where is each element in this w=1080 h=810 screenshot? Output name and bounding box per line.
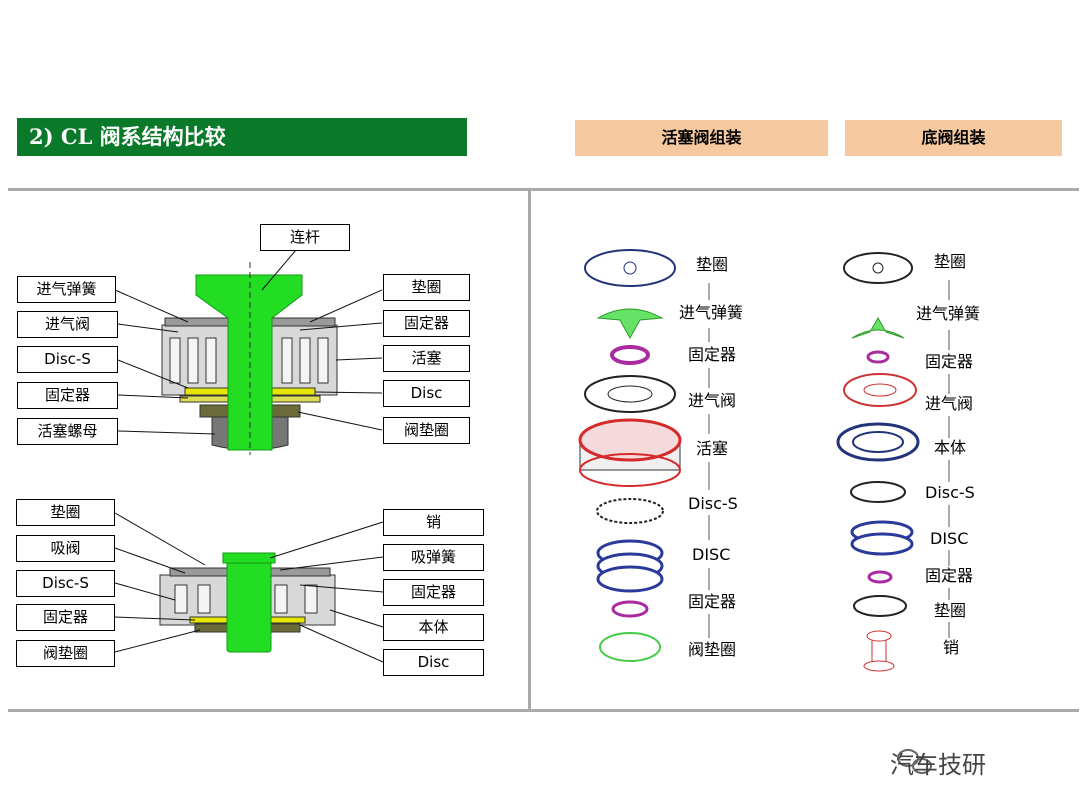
piston-assembly-header: 活塞阀组装 [575, 120, 828, 156]
base-stack-label-5: 本体 [932, 438, 969, 458]
piston-stack-label-7: DISC [690, 545, 733, 565]
piston-left-label-1: 进气弹簧 [17, 276, 116, 303]
piston-right-label-3: 活塞 [383, 345, 470, 372]
bottom-divider [8, 709, 1079, 712]
piston-left-label-3: Disc-S [17, 346, 118, 373]
label-connecting-rod: 连杆 [260, 224, 350, 251]
base-left-label-5: 阀垫圈 [16, 640, 115, 667]
piston-stack-label-6: Disc-S [686, 494, 740, 514]
piston-stack-label-9: 阀垫圈 [686, 640, 739, 660]
base-stack-label-6: Disc-S [923, 483, 977, 503]
top-divider [8, 188, 1079, 191]
piston-right-label-1: 垫圈 [383, 274, 470, 301]
wechat-icon [897, 749, 932, 774]
base-stack-label-8: 固定器 [923, 566, 976, 586]
base-right-label-3: 固定器 [383, 579, 484, 606]
base-assembly-header: 底阀组装 [845, 120, 1062, 156]
piston-right-label-4: Disc [383, 380, 470, 407]
piston-left-label-5: 活塞螺母 [17, 418, 118, 445]
base-stack-label-4: 进气阀 [923, 394, 976, 414]
base-left-label-4: 固定器 [16, 604, 115, 631]
base-left-label-1: 垫圈 [16, 499, 115, 526]
piston-left-label-2: 进气阀 [17, 311, 118, 338]
base-cross-section [159, 552, 336, 653]
piston-stack-label-3: 固定器 [686, 345, 739, 365]
center-divider [528, 188, 531, 712]
base-stack-label-7: DISC [928, 529, 971, 549]
piston-left-label-4: 固定器 [17, 382, 118, 409]
piston-stack-label-1: 垫圈 [694, 255, 731, 275]
piston-right-label-5: 阀垫圈 [383, 417, 470, 444]
base-stack-label-9: 垫圈 [932, 601, 969, 621]
base-right-label-4: 本体 [383, 614, 484, 641]
base-stack-label-3: 固定器 [923, 352, 976, 372]
base-stack-parts [836, 252, 920, 672]
base-right-label-1: 销 [383, 509, 484, 536]
watermark-text: 汽车技研 [890, 751, 986, 779]
piston-stack-label-4: 进气阀 [686, 391, 739, 411]
piston-right-label-2: 固定器 [383, 310, 470, 337]
base-right-label-2: 吸弹簧 [383, 544, 484, 571]
piston-stack-label-8: 固定器 [686, 592, 739, 612]
base-left-label-3: Disc-S [16, 570, 115, 597]
piston-cross-section [161, 262, 338, 455]
base-stack-label-10: 销 [941, 638, 962, 658]
base-right-label-5: Disc [383, 649, 484, 676]
piston-stack-label-5: 活塞 [694, 439, 731, 459]
section-title: 2) CL 阀系结构比较 [17, 118, 467, 156]
base-stack-label-2: 进气弹簧 [914, 304, 983, 324]
base-stack-label-1: 垫圈 [932, 252, 969, 272]
piston-stack-parts [578, 249, 682, 662]
base-left-label-2: 吸阀 [16, 535, 115, 562]
piston-stack-label-2: 进气弹簧 [677, 303, 746, 323]
